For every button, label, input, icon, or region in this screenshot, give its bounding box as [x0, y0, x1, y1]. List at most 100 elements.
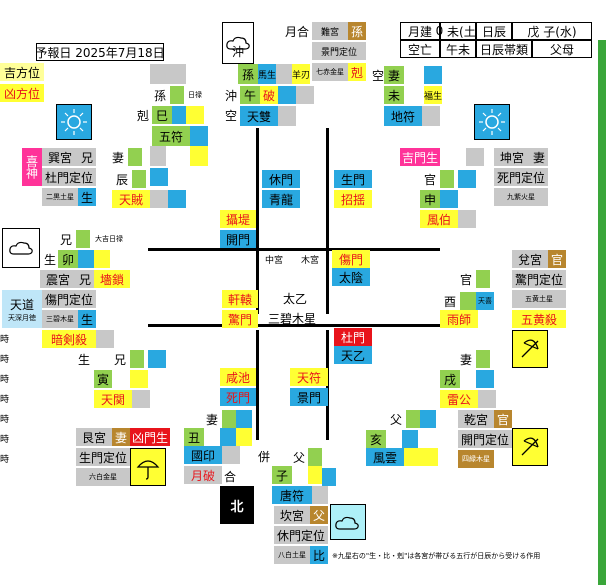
month-label: 月合 [284, 24, 309, 39]
sun-icon-sw [474, 104, 510, 140]
ne-gray-1 [132, 390, 150, 408]
n-moon-break: 月破 [184, 466, 222, 484]
se-zhi: 辰 [115, 172, 128, 187]
sw-gray-1 [422, 106, 440, 126]
se-yellow-2 [190, 146, 208, 166]
center-blue-dragon: 青龍 [262, 190, 300, 208]
sw-shin: 申 [420, 190, 440, 208]
west-you: 酉 [443, 294, 456, 309]
n-green-1 [222, 410, 236, 428]
south-fire-horse: 午 [240, 86, 260, 104]
n-star: 八白土星 [274, 546, 310, 564]
sw-wife: 妻 [384, 66, 404, 84]
nw-gray-1 [478, 390, 496, 408]
nw-wind-cloud: 風雲 [366, 448, 404, 466]
east-star: 三碧木星 [42, 310, 78, 328]
south-chong2: 沖 [224, 88, 237, 103]
ne-rel: 生 [77, 352, 90, 367]
east-palace: 震宮 [40, 270, 76, 288]
sw-star: 九紫火星 [494, 188, 548, 206]
umbrella-icon-nw [512, 428, 548, 466]
sw-wind: 風伯 [420, 210, 458, 228]
lucky-direction: 吉方位 [0, 63, 44, 81]
n-wife: 妻 [205, 412, 218, 427]
center-middle: 中宮 [264, 255, 283, 266]
se-green-1 [170, 86, 184, 104]
center-du: 杜門 [334, 328, 372, 346]
side-char-1: 時 [0, 355, 10, 365]
sw-zhi: 未 [384, 86, 404, 104]
side-char-3: 時 [0, 395, 10, 405]
nw-blue-3 [402, 430, 418, 448]
kuubou-value: 午未 [440, 40, 476, 58]
center-rest: 休門 [262, 170, 300, 188]
center-star: 三碧木星 [267, 311, 316, 326]
se-wife: 妻 [111, 150, 124, 165]
ne-bad-gen: 凶門生 [130, 428, 170, 446]
report-date: 2025年7月18日 [75, 45, 165, 60]
west-palace-kin: 官 [548, 250, 566, 268]
sw-void: 空 [371, 68, 384, 83]
side-char-4: 時 [0, 415, 10, 425]
south-gray-3 [278, 106, 296, 126]
nw-hai: 亥 [366, 430, 386, 448]
grid-line-v3 [256, 330, 259, 440]
sw-blue-1 [424, 66, 442, 84]
se-yellow-1 [186, 106, 204, 124]
west-green-2 [460, 292, 476, 310]
east-mao: 卯 [58, 250, 78, 268]
n-palace-kin: 父 [310, 506, 328, 524]
kuubou-label: 空亡 [400, 40, 440, 58]
sw-palace-kin: 妻 [530, 148, 548, 166]
south-gray-2 [296, 86, 314, 104]
se-grandson: 孫 [153, 88, 166, 103]
center-heaven-yi: 天乙 [334, 346, 372, 364]
se-rel: 生 [78, 188, 96, 206]
month-palace: 難宮 [312, 22, 348, 40]
nw-xu: 戌 [440, 370, 460, 388]
cloud-icon-east [2, 228, 40, 268]
n-green-2 [308, 448, 322, 466]
n-gate: 休門定位 [274, 526, 328, 544]
ne-wife: 妻 [112, 428, 130, 446]
west-star: 五黄土星 [512, 290, 566, 308]
west-small: 天喜 [476, 292, 494, 310]
west-palace: 兌宮 [512, 250, 548, 268]
sw-blue-3 [440, 190, 458, 208]
sw-green-1 [440, 170, 454, 188]
report-label: 予報日 [35, 45, 72, 60]
east-dark: 暗剣殺 [42, 330, 96, 348]
south-small-2: 羊刃 [292, 64, 310, 84]
side-char-5: 時 [0, 435, 10, 445]
se-gate: 杜門定位 [42, 168, 96, 186]
keimon-box: 景門定位 [312, 42, 366, 60]
nw-palace: 乾宮 [458, 410, 494, 428]
south-void: 空 [224, 108, 237, 123]
n-blue-1 [236, 410, 252, 428]
n-bing: 併 [257, 449, 270, 464]
east-gray-1 [96, 330, 114, 348]
nw-thunder: 雷公 [440, 390, 478, 408]
center-taiin: 太陰 [332, 268, 370, 286]
umbrella-icon-west [512, 330, 548, 368]
n-seal: 國印 [184, 446, 222, 464]
nw-yellow-2 [422, 448, 438, 466]
center-taiyi: 太乙 [282, 291, 307, 306]
se-gray-1 [150, 64, 186, 84]
ne-gate: 生門定位 [76, 448, 130, 466]
seven-red-star: 七赤金星 [312, 63, 348, 81]
se-gofu: 五符 [152, 126, 190, 146]
se-star: 二黒土星 [42, 188, 78, 206]
nw-gate: 開門定位 [458, 430, 512, 448]
n-tang: 唐符 [272, 486, 312, 504]
nw-green-1 [476, 350, 490, 368]
month-build-value: 0 未(土) [435, 22, 481, 40]
se-green-2 [128, 148, 142, 166]
south-grandson: 孫 [238, 64, 258, 84]
se-blue-3 [150, 168, 168, 186]
se-palace: 巽宮 [42, 148, 78, 166]
grid-line-h1 [148, 248, 440, 251]
sw-gray-3 [458, 210, 476, 228]
center-wood: 木宮 [300, 255, 319, 266]
sw-lucky-gen: 吉門生 [400, 148, 440, 166]
